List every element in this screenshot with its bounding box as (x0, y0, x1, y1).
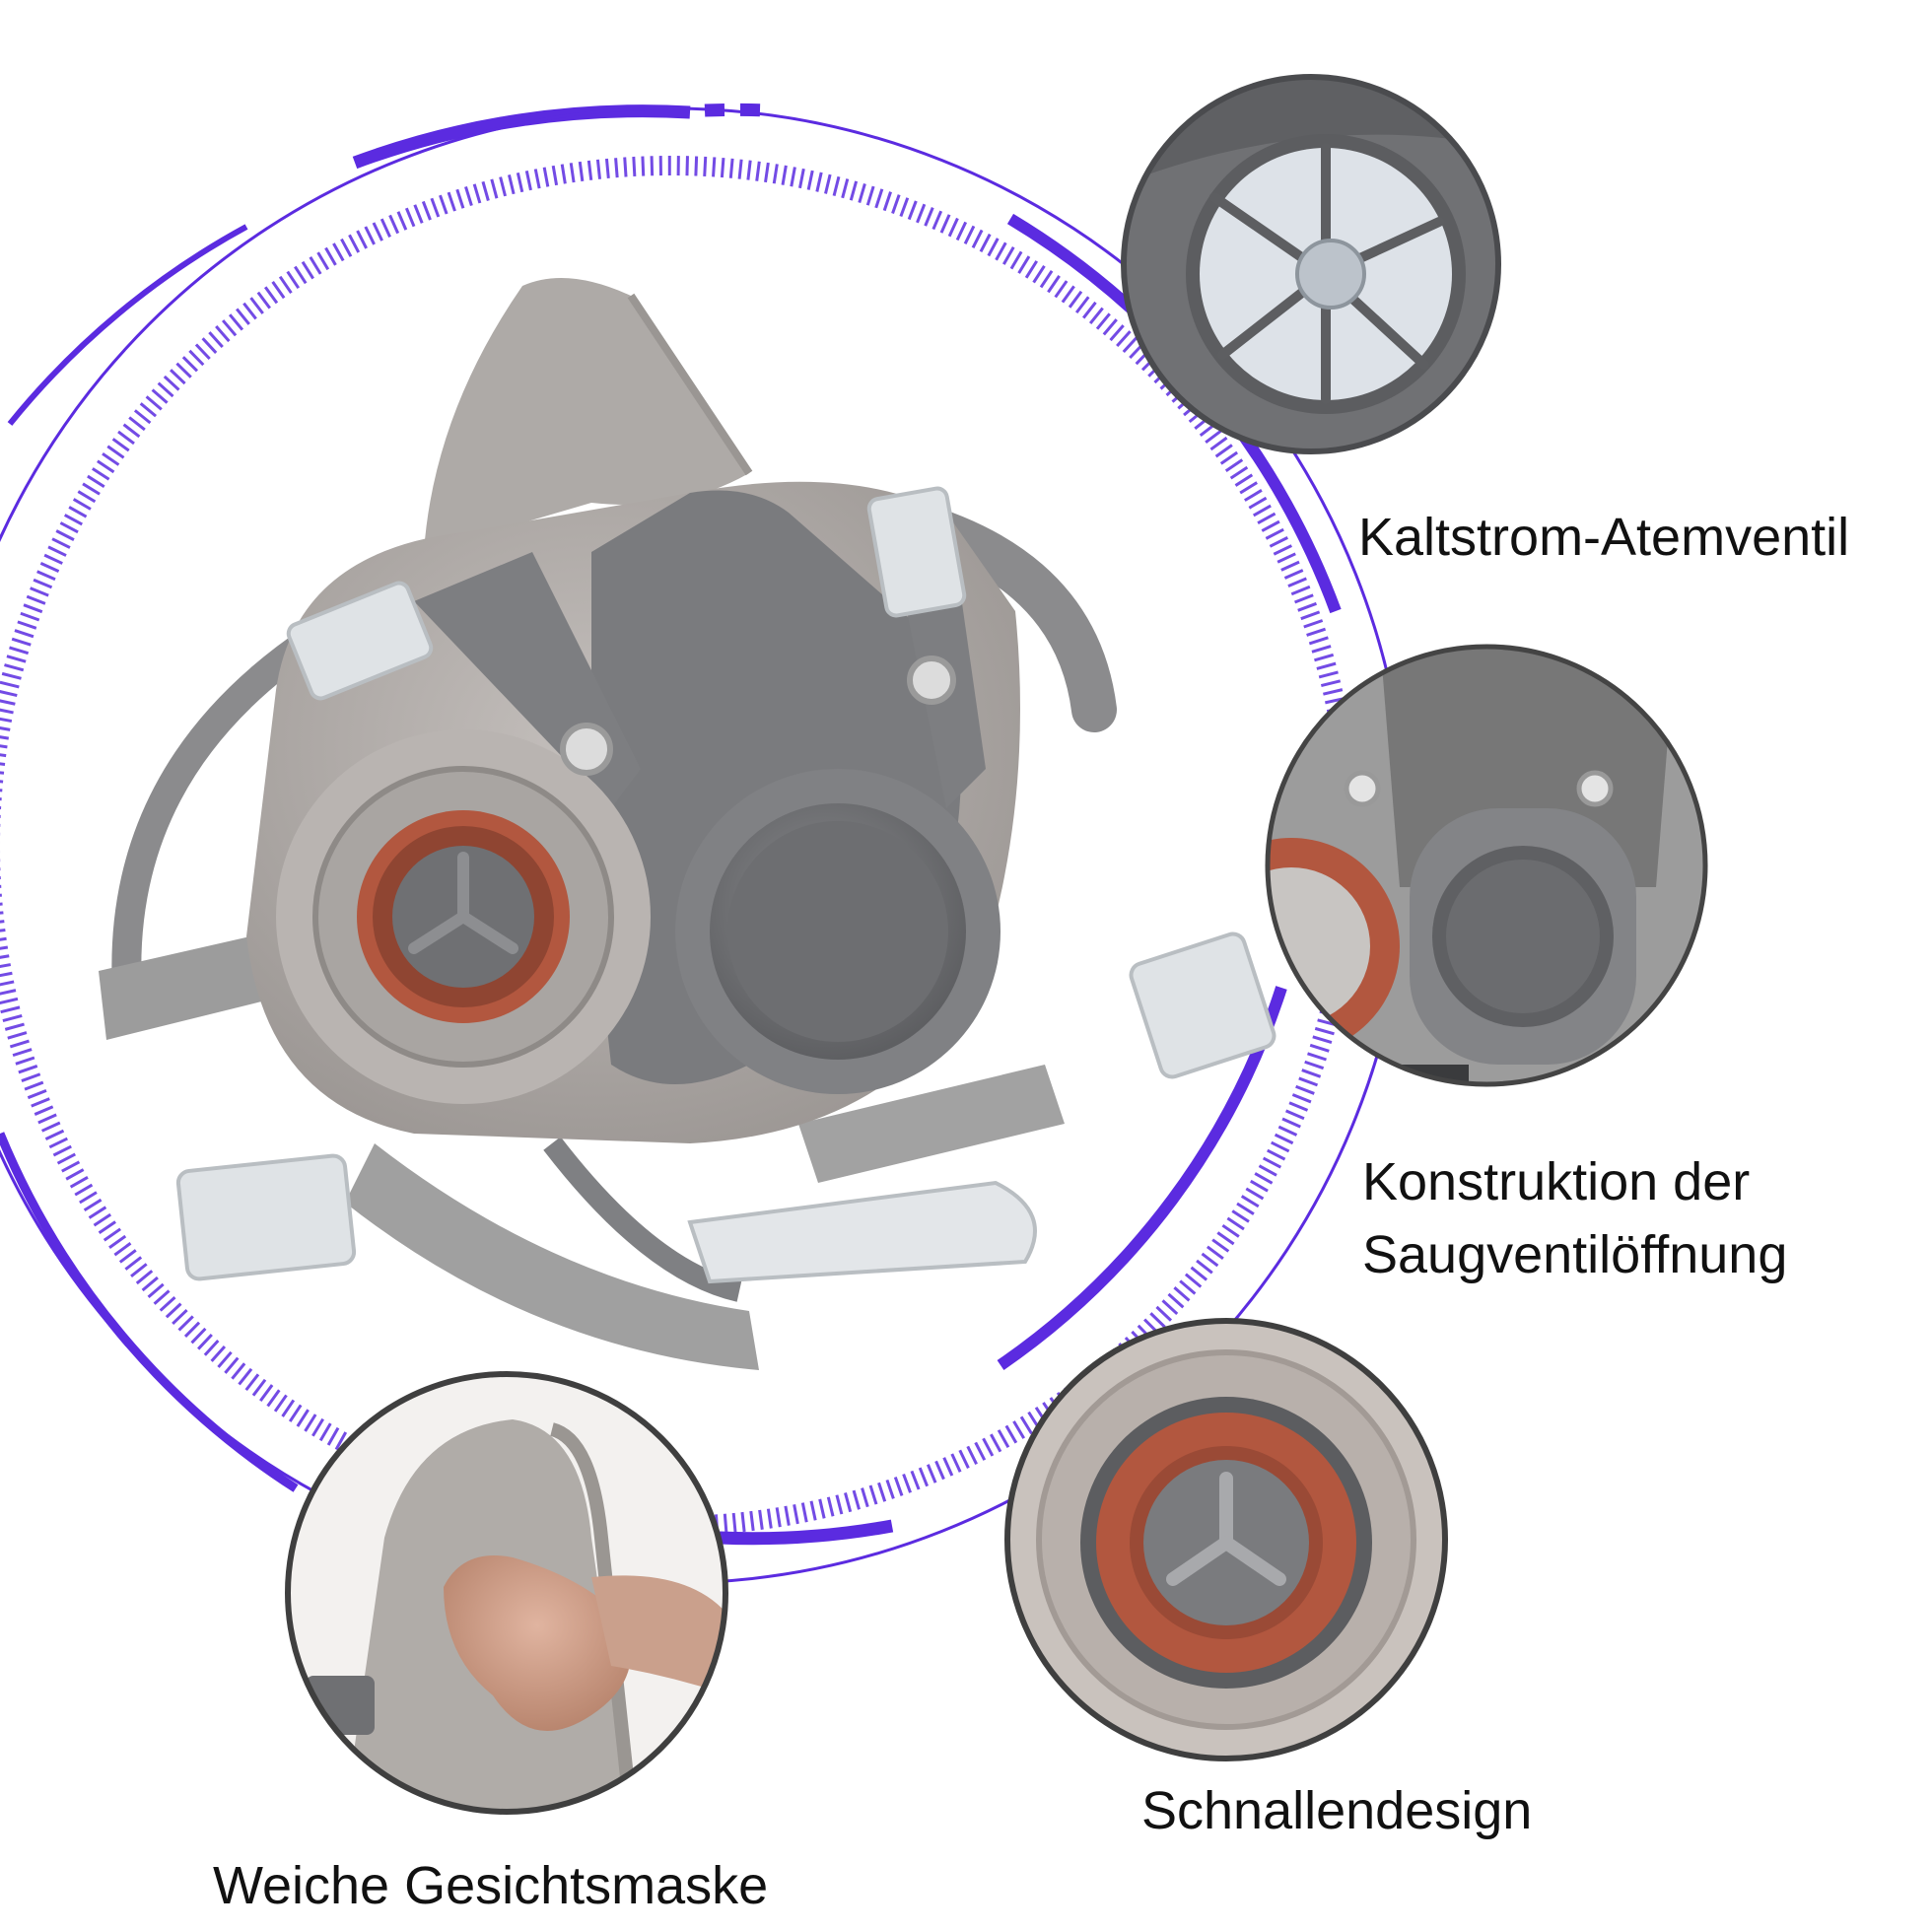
caption-buckle: Schnallendesign (1141, 1781, 1533, 1840)
respirator-mask-icon (99, 278, 1276, 1370)
soft-mask-hand-icon (285, 1371, 728, 1815)
exhalation-valve-icon (1121, 74, 1501, 454)
caption-exhalation-valve: Kaltstrom-Atemventil (1358, 508, 1850, 567)
buckle-gasket-icon (1004, 1318, 1448, 1761)
caption-soft-mask: Weiche Gesichtsmaske (213, 1856, 769, 1915)
inhalation-valve-icon (1265, 644, 1708, 1087)
caption-inhalation-valve-line2: Saugventilöffnung (1362, 1225, 1788, 1284)
caption-inhalation-valve-line1: Konstruktion der (1362, 1152, 1751, 1211)
caption-inhalation-valve: Konstruktion der Saugventilöffnung (1362, 1145, 1787, 1291)
